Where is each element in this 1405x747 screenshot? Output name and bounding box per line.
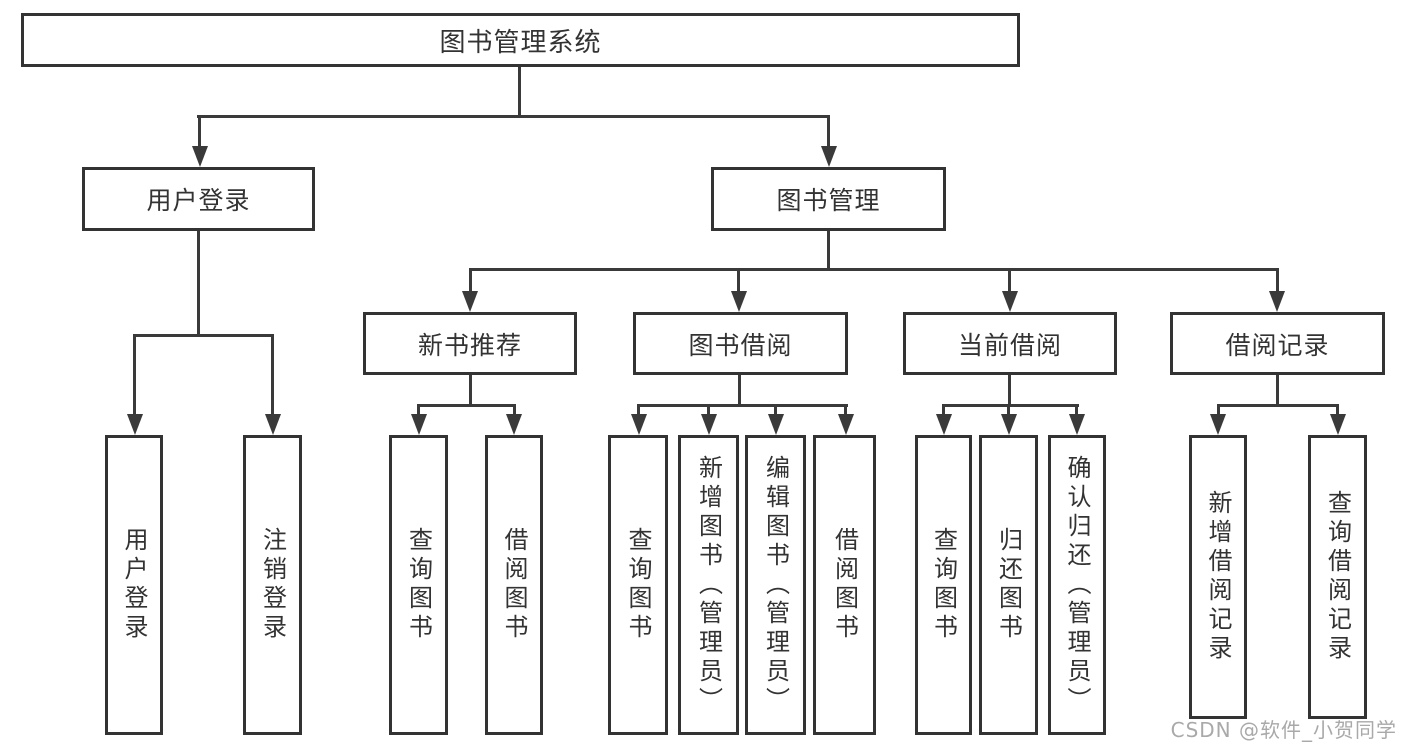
- node-current-borrowing: 当前借阅: [903, 312, 1117, 375]
- connector-line: [133, 334, 136, 417]
- connector-line: [707, 404, 710, 417]
- arrow-down-icon: [506, 414, 522, 435]
- connector-line: [637, 404, 640, 417]
- arrow-down-icon: [1330, 414, 1346, 435]
- arrow-down-icon: [411, 414, 427, 435]
- connector-line: [197, 231, 200, 336]
- leaf-add-books-admin: 新增图书（管理员）: [678, 435, 739, 735]
- connector-line: [417, 404, 516, 407]
- connector-line: [827, 231, 830, 271]
- leaf-borrow-books: 借阅图书: [813, 435, 876, 735]
- connector-line: [1217, 404, 1339, 407]
- arrow-down-icon: [462, 291, 478, 312]
- node-library-management-system: 图书管理系统: [21, 13, 1020, 67]
- node-user-login: 用户登录: [82, 167, 315, 231]
- arrow-down-icon: [1001, 414, 1017, 435]
- leaf-query-books-current: 查询图书: [915, 435, 972, 735]
- arrow-down-icon: [1269, 291, 1285, 312]
- watermark: CSDN @软件_小贺同学: [1170, 718, 1397, 742]
- node-book-management: 图书管理: [711, 167, 946, 231]
- leaf-add-borrow-record: 新增借阅记录: [1189, 435, 1247, 719]
- connector-line: [738, 375, 741, 407]
- connector-line: [1075, 404, 1078, 417]
- arrow-down-icon: [731, 291, 747, 312]
- connector-line: [637, 404, 848, 407]
- leaf-borrow-books-recommend: 借阅图书: [485, 435, 543, 735]
- connector-line: [737, 268, 740, 294]
- arrow-down-icon: [936, 414, 952, 435]
- leaf-query-borrow-record: 查询借阅记录: [1308, 435, 1367, 719]
- node-book-borrowing: 图书借阅: [633, 312, 848, 375]
- arrow-down-icon: [838, 414, 854, 435]
- leaf-query-books-borrowing: 查询图书: [608, 435, 668, 735]
- arrow-down-icon: [1210, 414, 1226, 435]
- connector-line: [1276, 375, 1279, 407]
- connector-line: [271, 334, 274, 417]
- leaf-user-login: 用户登录: [105, 435, 163, 735]
- connector-line: [1008, 268, 1011, 294]
- arrow-down-icon: [127, 414, 143, 435]
- leaf-return-books: 归还图书: [979, 435, 1038, 735]
- connector-line: [513, 404, 516, 417]
- connector-line: [133, 334, 274, 337]
- arrow-down-icon: [192, 146, 208, 167]
- connector-line: [198, 115, 201, 149]
- connector-line: [1276, 268, 1279, 294]
- connector-line: [942, 404, 945, 417]
- connector-line: [469, 268, 1279, 271]
- connector-line: [827, 115, 830, 149]
- leaf-logout: 注销登录: [243, 435, 302, 735]
- connector-line: [417, 404, 420, 417]
- node-new-book-recommend: 新书推荐: [363, 312, 577, 375]
- arrow-down-icon: [1069, 414, 1085, 435]
- arrow-down-icon: [768, 414, 784, 435]
- connector-line: [469, 375, 472, 407]
- node-borrowing-records: 借阅记录: [1170, 312, 1385, 375]
- leaf-query-books-recommend: 查询图书: [389, 435, 448, 735]
- arrow-down-icon: [821, 146, 837, 167]
- arrow-down-icon: [701, 414, 717, 435]
- connector-line: [469, 268, 472, 294]
- leaf-confirm-return-admin: 确认归还（管理员）: [1048, 435, 1106, 735]
- connector-line: [774, 404, 777, 417]
- connector-line: [518, 67, 521, 118]
- connector-line: [1336, 404, 1339, 417]
- connector-line: [1008, 375, 1011, 407]
- connector-line: [197, 115, 830, 118]
- connector-line: [1217, 404, 1220, 417]
- leaf-edit-books-admin: 编辑图书（管理员）: [745, 435, 806, 735]
- arrow-down-icon: [265, 414, 281, 435]
- arrow-down-icon: [631, 414, 647, 435]
- connector-line: [942, 404, 1079, 407]
- arrow-down-icon: [1002, 291, 1018, 312]
- connector-line: [1007, 404, 1010, 417]
- connector-line: [844, 404, 847, 417]
